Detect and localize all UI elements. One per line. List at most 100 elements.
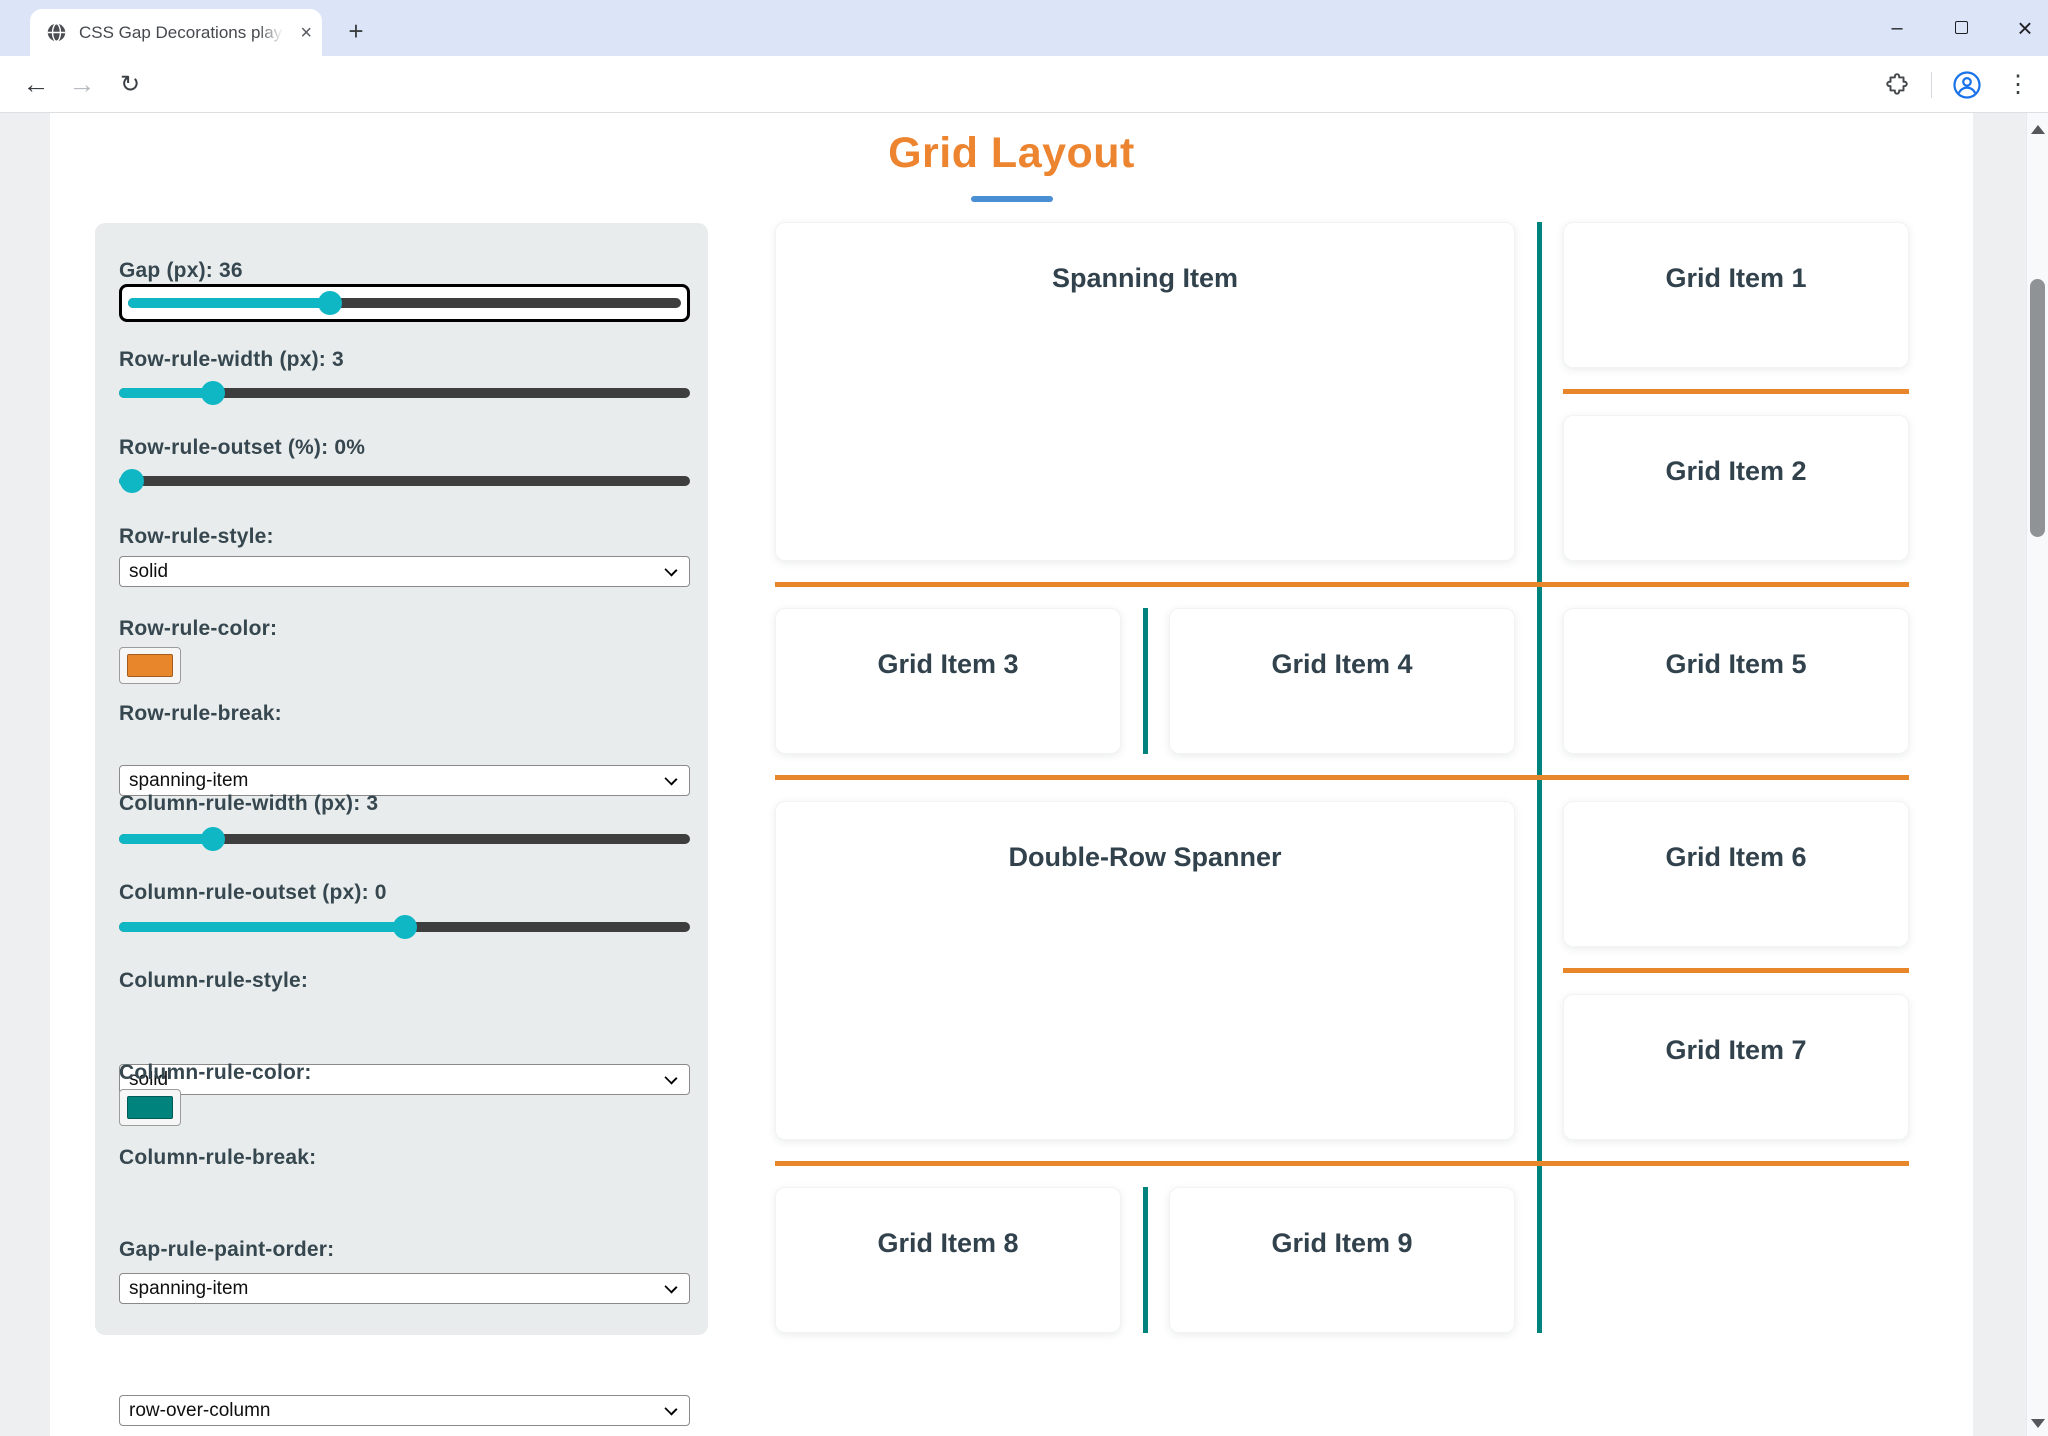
controls-panel: Gap (px): 36 Row-rule-width (px): 3	[95, 223, 708, 1426]
slider-thumb[interactable]	[201, 827, 226, 851]
new-tab-button[interactable]: +	[348, 16, 364, 46]
grid-item-6: Grid Item 6	[1563, 801, 1909, 947]
back-button[interactable]: ←	[22, 69, 50, 99]
reload-button[interactable]: ↻	[119, 71, 141, 98]
row-rule-break-select[interactable]: spanning-item	[119, 765, 690, 796]
title-underline	[971, 196, 1053, 202]
grid-item-label: Grid Item 9	[1271, 1228, 1413, 1258]
grid-item-5: Grid Item 5	[1563, 608, 1909, 754]
grid-item-label: Grid Item 5	[1665, 649, 1807, 679]
page-left-gutter	[0, 113, 50, 1436]
minimize-button[interactable]: –	[1891, 16, 1903, 39]
row-rule-segment	[775, 582, 1909, 587]
slider-fill	[119, 922, 405, 932]
tab-title: CSS Gap Decorations playgroun	[79, 22, 283, 42]
column-rule-color-label: Column-rule-color:	[119, 1061, 312, 1084]
chevron-down-icon	[664, 1071, 678, 1085]
gap-rule-paint-order-label: Gap-rule-paint-order:	[119, 1238, 335, 1261]
column-rule-outset-slider[interactable]	[119, 915, 690, 939]
grid-item-label: Grid Item 3	[877, 649, 1019, 679]
grid-item-label: Grid Item 8	[877, 1228, 1019, 1258]
column-rule-outset-label: Column-rule-outset (px): 0	[119, 881, 387, 904]
grid-item-8: Grid Item 8	[775, 1187, 1121, 1333]
column-rule-style-select[interactable]: solid	[119, 1064, 690, 1095]
page-right-gutter	[1973, 113, 2026, 1436]
grid-item-label: Grid Item 7	[1665, 1035, 1807, 1065]
column-rule-segment	[1143, 608, 1148, 754]
extensions-button[interactable]	[1884, 56, 1910, 113]
page-content: Grid Layout Gap (px): 36 Row-rule-width …	[50, 113, 1973, 1436]
puzzle-icon	[1886, 72, 1908, 95]
page-viewport: Grid Layout Gap (px): 36 Row-rule-width …	[0, 113, 2048, 1436]
column-rule-width-label: Column-rule-width (px): 3	[119, 792, 379, 815]
maximize-button[interactable]	[1946, 17, 1976, 40]
profile-button[interactable]	[1952, 56, 1982, 113]
slider-track[interactable]	[119, 388, 690, 398]
grid-item-label: Grid Item 2	[1665, 456, 1807, 486]
scroll-up-arrow-icon[interactable]	[2031, 125, 2045, 134]
row-rule-segment	[775, 775, 1909, 780]
gap-rule-paint-order-select[interactable]: row-over-column	[119, 1395, 690, 1426]
slider-fill	[128, 298, 330, 308]
row-rule-outset-slider[interactable]	[119, 469, 690, 493]
profile-avatar-icon	[1953, 70, 1981, 99]
browser-toolbar: ← → ↻ microsoftedge.github.io/Demos/css-…	[0, 56, 2048, 160]
row-rule-color-picker[interactable]	[119, 647, 181, 684]
gap-slider[interactable]	[119, 284, 690, 322]
chevron-down-icon	[664, 1402, 678, 1416]
color-swatch	[127, 654, 173, 677]
grid-item-label: Spanning Item	[1051, 263, 1238, 293]
menu-kebab-button[interactable]: ⋮	[2006, 71, 2030, 98]
grid-item-9: Grid Item 9	[1169, 1187, 1515, 1333]
selected-value: solid	[129, 1069, 169, 1090]
column-rule-color-picker[interactable]	[119, 1089, 181, 1126]
browser-tab[interactable]: CSS Gap Decorations playgroun ×	[30, 9, 322, 56]
column-rule-segment	[1143, 1187, 1148, 1333]
row-rule-break-label: Row-rule-break:	[119, 702, 282, 725]
slider-track[interactable]	[128, 298, 681, 308]
row-rule-segment	[1563, 389, 1909, 394]
column-rule-width-slider[interactable]	[119, 827, 690, 851]
window-controls: – ×	[1882, 0, 2040, 56]
forward-button[interactable]: →	[68, 69, 96, 99]
slider-fill	[119, 388, 214, 398]
page-title: Grid Layout	[888, 129, 1135, 177]
gap-slider-label: Gap (px): 36	[119, 259, 243, 282]
slider-fill	[119, 834, 214, 844]
row-rule-style-select[interactable]: solid	[119, 556, 690, 587]
tab-close-icon[interactable]: ×	[300, 21, 312, 44]
grid-item-4: Grid Item 4	[1169, 608, 1515, 754]
column-rule-break-select[interactable]: spanning-item	[119, 1273, 690, 1304]
color-swatch	[127, 1096, 173, 1119]
chevron-down-icon	[664, 772, 678, 786]
row-rule-width-slider[interactable]	[119, 381, 690, 405]
grid-item-3: Grid Item 3	[775, 608, 1121, 754]
slider-track[interactable]	[119, 834, 690, 844]
row-rule-style-label: Row-rule-style:	[119, 525, 274, 548]
close-window-button[interactable]: ×	[2017, 12, 2033, 43]
row-rule-color-label: Row-rule-color:	[119, 617, 278, 640]
row-rule-segment	[775, 1161, 1909, 1166]
grid-item-2: Grid Item 2	[1563, 415, 1909, 561]
grid-item-label: Grid Item 6	[1665, 842, 1807, 872]
row-rule-outset-label: Row-rule-outset (%): 0%	[119, 436, 366, 459]
selected-value: solid	[129, 561, 169, 582]
chevron-down-icon	[664, 563, 678, 577]
scroll-down-arrow-icon[interactable]	[2031, 1419, 2045, 1428]
slider-thumb[interactable]	[392, 915, 417, 939]
slider-thumb[interactable]	[201, 381, 226, 405]
maximize-icon	[1954, 20, 1968, 34]
selected-value: spanning-item	[129, 1278, 249, 1299]
slider-thumb[interactable]	[120, 469, 145, 493]
column-rule-break-label: Column-rule-break:	[119, 1146, 317, 1169]
grid-item-double-row-spanner: Double-Row Spanner	[775, 801, 1515, 1140]
scrollbar-thumb[interactable]	[2030, 279, 2045, 537]
vertical-scrollbar[interactable]	[2026, 113, 2048, 1436]
grid-item-1: Grid Item 1	[1563, 222, 1909, 368]
chevron-down-icon	[664, 1280, 678, 1294]
slider-track[interactable]	[119, 476, 690, 486]
grid-item-7: Grid Item 7	[1563, 994, 1909, 1140]
grid-item-spanning: Spanning Item	[775, 222, 1515, 561]
slider-thumb[interactable]	[317, 291, 342, 315]
